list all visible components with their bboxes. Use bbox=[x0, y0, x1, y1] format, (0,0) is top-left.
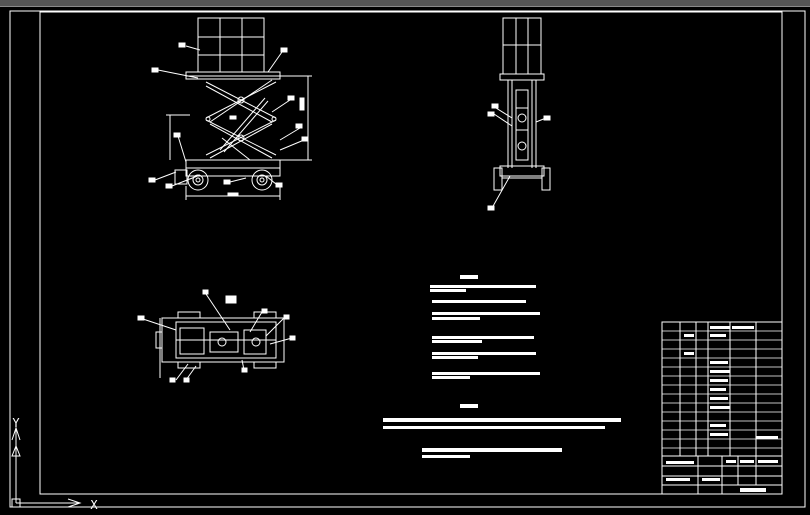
ucs-x-label: X bbox=[90, 498, 98, 512]
drawing-canvas[interactable]: X Y bbox=[0, 7, 810, 515]
ucs-y-label: Y bbox=[12, 416, 20, 430]
title-block bbox=[661, 321, 783, 495]
front-elevation-view bbox=[148, 17, 312, 200]
technical-notes bbox=[383, 275, 621, 458]
side-elevation-view bbox=[487, 17, 551, 211]
window-top-bar bbox=[0, 0, 810, 7]
inner-border bbox=[39, 11, 783, 495]
outer-border bbox=[9, 10, 806, 508]
top-bar-divider bbox=[0, 6, 810, 7]
ucs-icon bbox=[11, 426, 82, 508]
top-plan-view bbox=[137, 289, 296, 383]
